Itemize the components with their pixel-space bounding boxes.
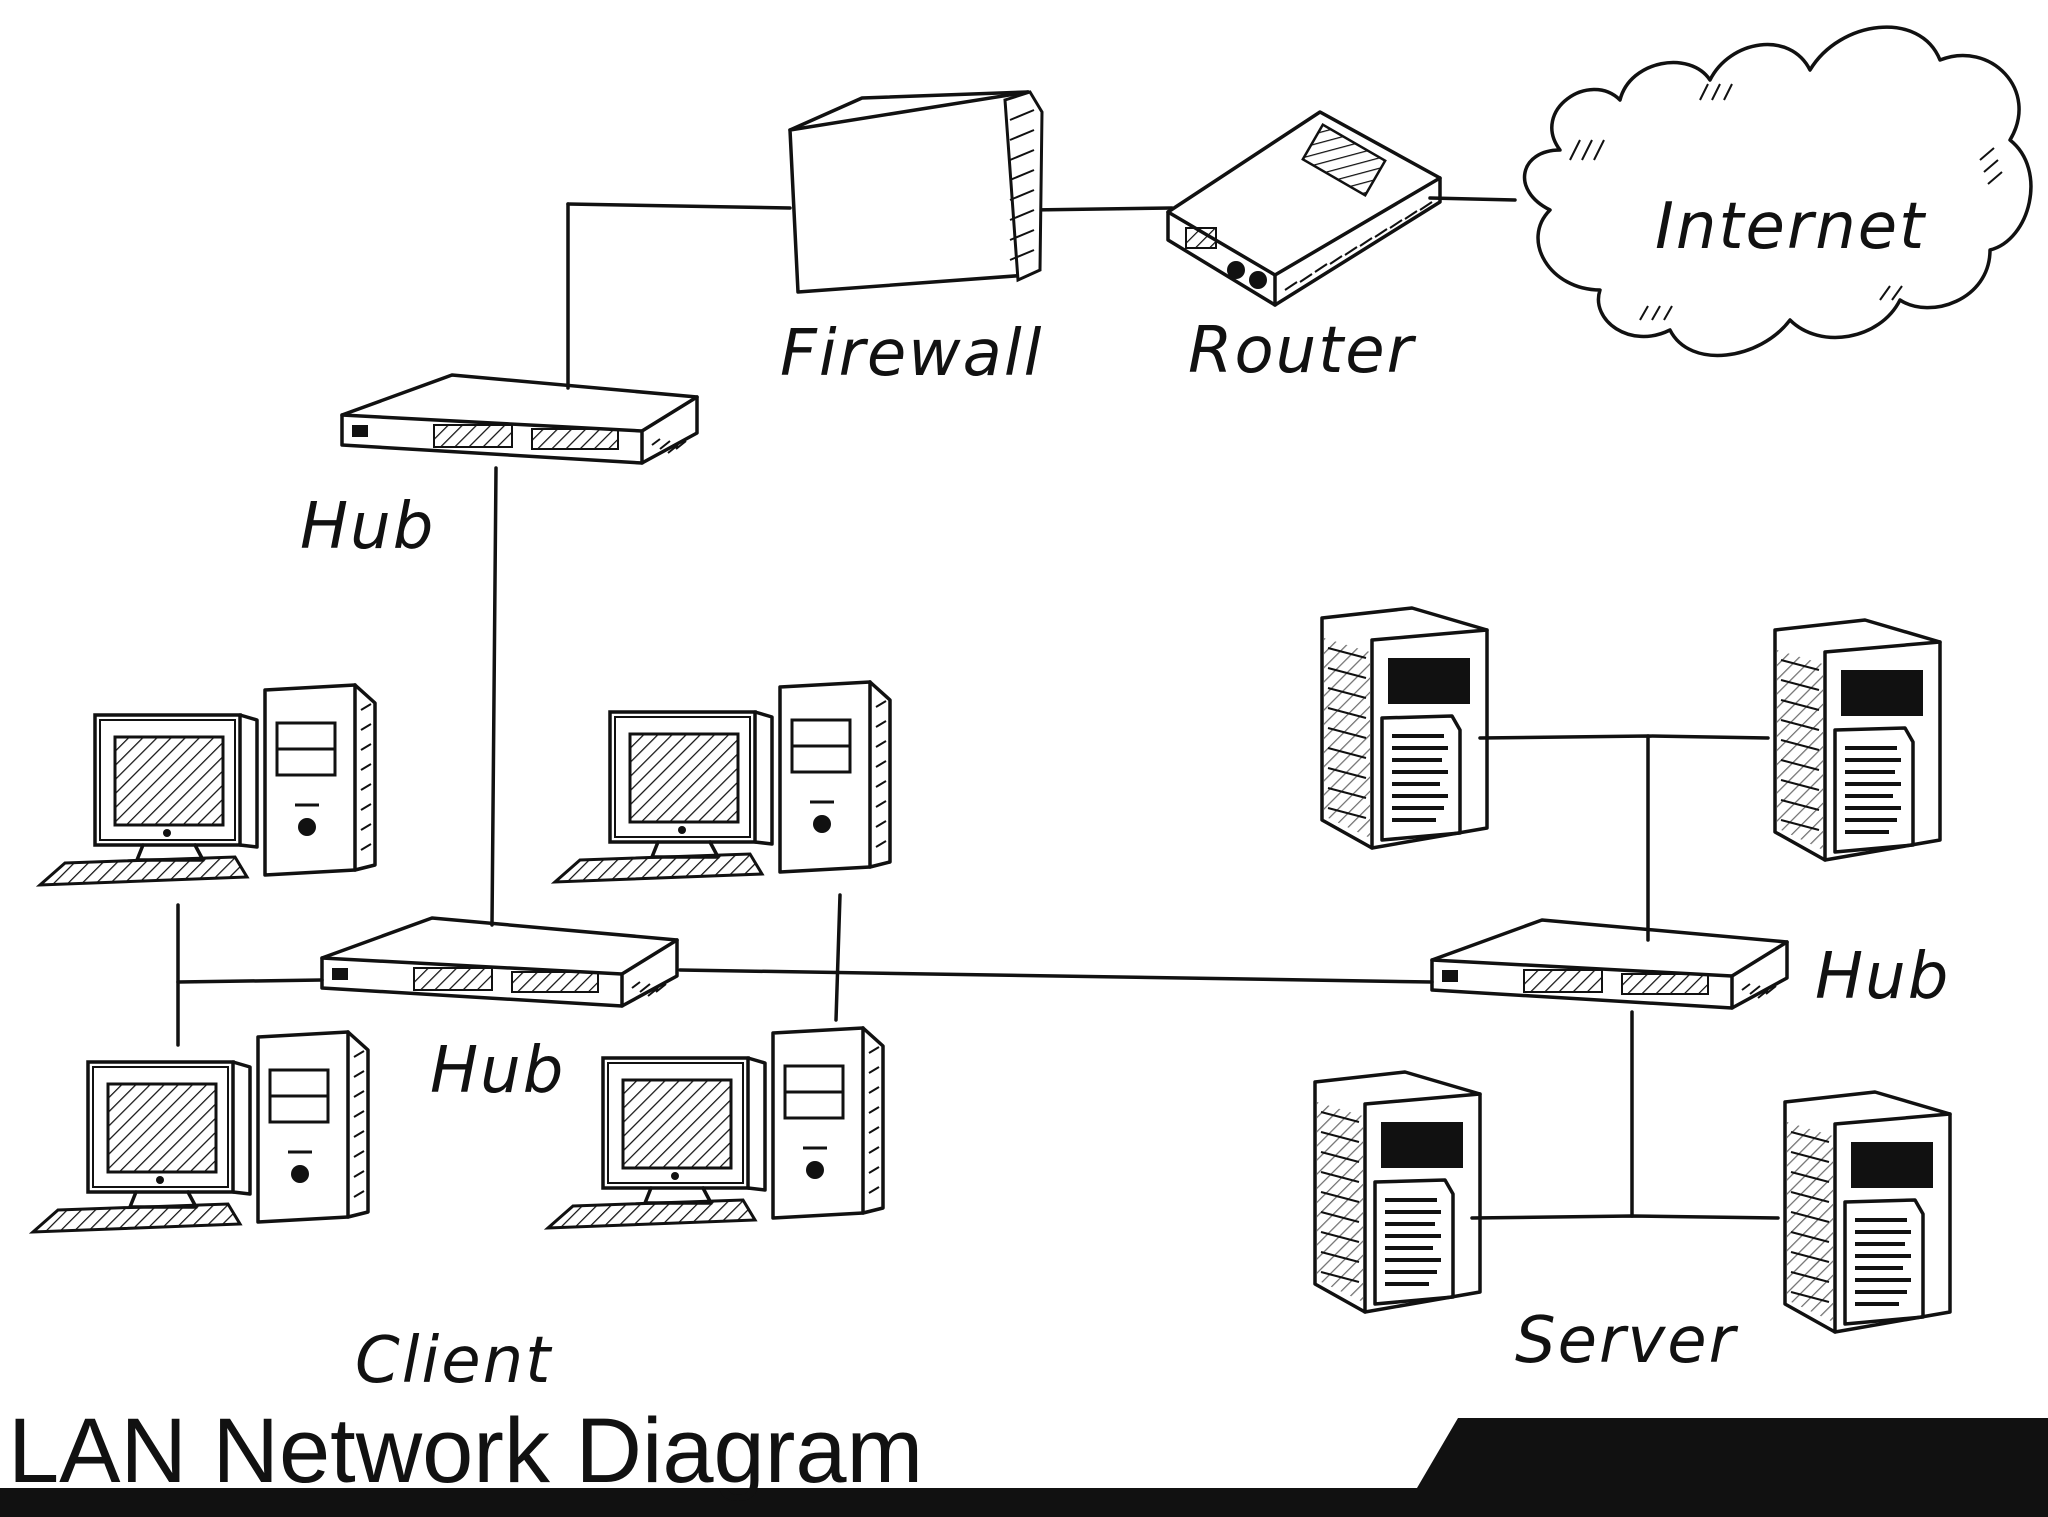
firewall-icon <box>788 90 1044 294</box>
server-icon <box>1773 618 1942 862</box>
hub-label-right: Hub <box>1815 940 1950 1014</box>
computer-icon <box>553 680 892 884</box>
firewall-label: Firewall <box>780 317 1043 391</box>
internet-label: Internet <box>1655 190 1927 264</box>
title-banner <box>0 1418 2048 1517</box>
computer-icon <box>546 1026 885 1230</box>
hub-icon <box>340 373 699 465</box>
page-title: LAN Network Diagram <box>8 1400 923 1502</box>
server-icon <box>1320 606 1489 850</box>
hub-icon <box>1430 918 1789 1010</box>
server-icon <box>1783 1090 1952 1334</box>
connection-lines <box>176 196 1780 1220</box>
server-label: Server <box>1515 1304 1739 1378</box>
cloud-icon <box>1522 25 2033 358</box>
computer-icon <box>31 1030 370 1234</box>
computer-icon <box>38 683 377 887</box>
router-icon <box>1166 110 1442 307</box>
hub-label-center: Hub <box>430 1034 565 1108</box>
hub-label-top: Hub <box>300 490 435 564</box>
server-icon <box>1313 1070 1482 1314</box>
router-label: Router <box>1188 314 1417 388</box>
hub-icon <box>320 916 679 1008</box>
client-label: Client <box>355 1324 553 1398</box>
